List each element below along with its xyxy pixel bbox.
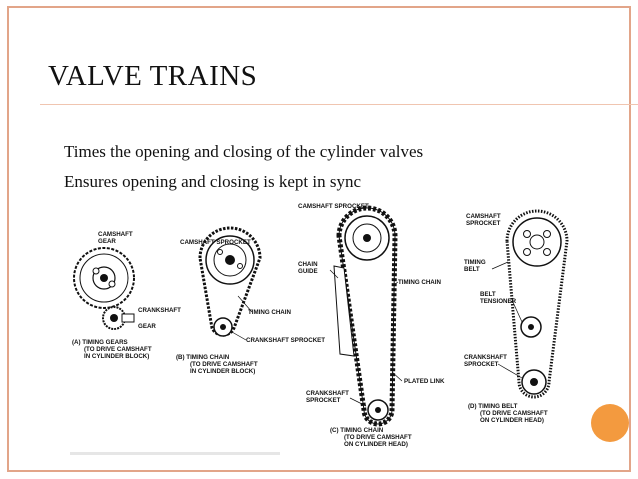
timing-chain-label: TIMING CHAIN — [248, 309, 291, 316]
belt-tensioner-label: TENSIONER — [480, 298, 517, 305]
plated-link-label: PLATED LINK — [404, 378, 445, 385]
figure-a-caption: (A) TIMING GEARS — [72, 339, 128, 346]
figure-b-caption: (TO DRIVE CAMSHAFT — [190, 361, 258, 368]
bullet-item: Times the opening and closing of the cyl… — [64, 142, 424, 161]
slide-title: VALVE TRAINS — [48, 60, 258, 92]
figure-c-caption: (C) TIMING CHAIN — [330, 427, 384, 434]
figure-b-caption: IN CYLINDER BLOCK) — [190, 368, 255, 375]
camshaft-gear-label: GEAR — [98, 238, 116, 245]
camshaft-sprocket-label: CAMSHAFT — [466, 213, 501, 220]
crankshaft-sprocket-label: SPROCKET — [306, 397, 341, 404]
timing-belt-label: BELT — [464, 266, 480, 273]
figure-a-caption: (TO DRIVE CAMSHAFT — [84, 346, 152, 353]
figure-d-caption: (TO DRIVE CAMSHAFT — [480, 410, 548, 417]
crankshaft-sprocket-label: CRANKSHAFT — [306, 390, 349, 397]
crankshaft-sprocket-label: CRANKSHAFT — [464, 354, 507, 361]
footer-faint-text — [70, 452, 280, 455]
camshaft-sprocket-label: SPROCKET — [466, 220, 501, 227]
title-divider — [40, 104, 638, 105]
accent-circle — [591, 404, 629, 442]
timing-belt-figure — [505, 209, 569, 399]
figure-d-caption: ON CYLINDER HEAD) — [480, 417, 544, 424]
camshaft-gear-label: CAMSHAFT — [98, 231, 133, 238]
leader-lines — [231, 261, 523, 407]
camshaft-sprocket-label: CAMSHAFT SPROCKET — [298, 203, 369, 210]
belt-tensioner-label: BELT — [480, 291, 496, 298]
timing-chain-label: TIMING CHAIN — [398, 279, 441, 286]
timing-belt-label: TIMING — [464, 259, 486, 266]
crankshaft-sprocket-label: CRANKSHAFT SPROCKET — [246, 337, 325, 344]
crankshaft-sprocket-label: SPROCKET — [464, 361, 499, 368]
valve-train-diagram: CAMSHAFT GEAR CRANKSHAFT GEAR (A) TIMING… — [62, 196, 592, 456]
timing-chain-block-figure — [198, 226, 262, 337]
figure-d-caption: (D) TIMING BELT — [468, 403, 518, 410]
figure-c-caption: (TO DRIVE CAMSHAFT — [344, 434, 412, 441]
figure-b-caption: (B) TIMING CHAIN — [176, 354, 230, 361]
figure-a-caption: IN CYLINDER BLOCK) — [84, 353, 149, 360]
figure-c-caption: ON CYLINDER HEAD) — [344, 441, 408, 448]
camshaft-sprocket-label: CAMSHAFT SPROCKET — [180, 239, 251, 246]
chain-guide-label: CHAIN — [298, 261, 318, 268]
timing-chain-head-figure — [333, 205, 398, 427]
chain-guide-label: GUIDE — [298, 268, 318, 275]
crankshaft-gear-label: GEAR — [138, 323, 156, 330]
timing-gears-figure — [73, 247, 135, 330]
crankshaft-gear-label: CRANKSHAFT — [138, 307, 181, 314]
bullet-item: Ensures opening and closing is kept in s… — [64, 172, 361, 191]
